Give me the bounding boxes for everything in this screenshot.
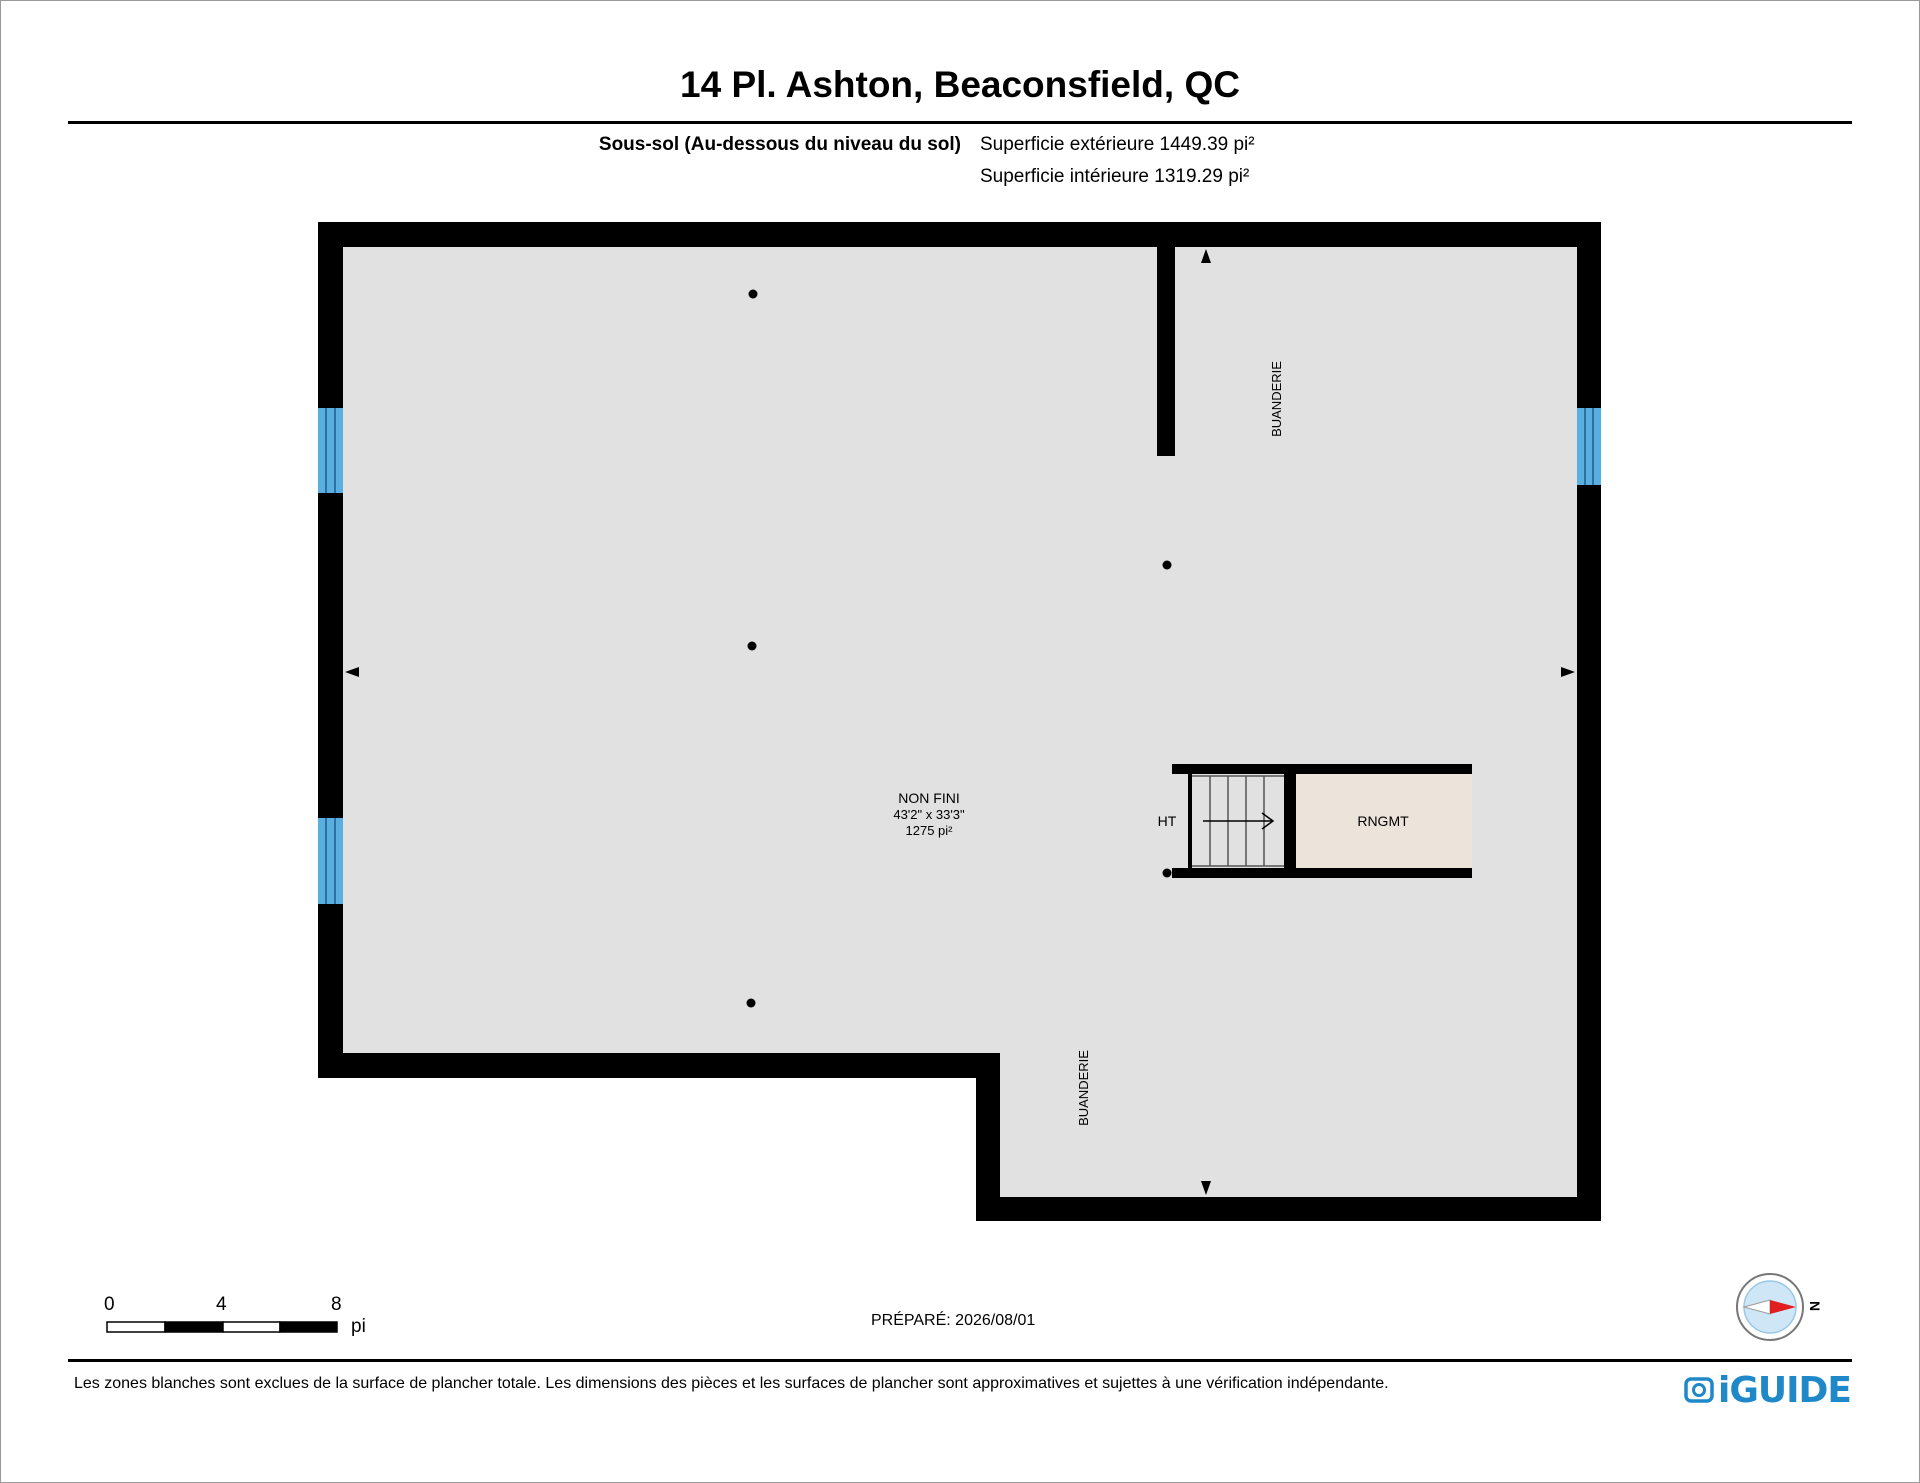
window-left-upper: [318, 408, 343, 493]
scale-bar-graphic: [106, 1321, 338, 1333]
scale-unit-label: pi: [351, 1316, 366, 1337]
column-dot: [747, 641, 757, 651]
dimension-arrow-right: [1561, 667, 1575, 677]
column-dot: [748, 289, 758, 299]
disclaimer-text: Les zones blanches sont exclues de la su…: [74, 1375, 1389, 1392]
interior-area-label: Superficie intérieure 1319.29 pi²: [980, 166, 1250, 187]
floor-name-label: Sous-sol (Au-dessous du niveau du sol): [598, 134, 961, 155]
window-right: [1577, 408, 1601, 485]
room-name-label: NON FINI: [898, 790, 959, 806]
laundry-label-lower: BUANDERIE: [1076, 1050, 1091, 1126]
exterior-area-label: Superficie extérieure 1449.39 pi²: [980, 134, 1255, 155]
iguide-logo-text: iGUIDE: [1718, 1369, 1852, 1411]
wall-top: [318, 222, 1601, 247]
stair-left-wall: [1188, 774, 1192, 868]
header-divider: [68, 121, 1852, 124]
room-dimensions-label: 43'2" x 33'3": [893, 807, 965, 822]
stair-direction-arrow: [1203, 812, 1275, 830]
iguide-camera-icon: [1684, 1377, 1714, 1403]
dimension-arrow-left: [345, 667, 359, 677]
room-area-label: 1275 pi²: [906, 823, 954, 838]
wall-bottom-right: [976, 1197, 1601, 1221]
scale-tick-8: 8: [331, 1294, 342, 1315]
dimension-arrow-bottom: [1201, 1181, 1211, 1195]
window-left-lower: [318, 818, 343, 904]
interior-partition-wall: [1157, 247, 1175, 456]
stair-wall-bottom: [1172, 868, 1472, 878]
storage-label: RNGMT: [1357, 813, 1409, 829]
dimension-arrow-top: [1201, 249, 1211, 263]
wall-right: [1577, 222, 1601, 1221]
storage-room-fill: [1294, 773, 1472, 870]
wall-left: [318, 222, 343, 1078]
iguide-logo: iGUIDE: [1684, 1369, 1852, 1411]
property-address-title: 14 Pl. Ashton, Beaconsfield, QC: [680, 64, 1240, 105]
wall-step: [976, 1053, 1000, 1219]
scale-tick-0: 0: [104, 1294, 115, 1315]
column-dot: [1162, 868, 1172, 878]
wall-bottom-left: [318, 1053, 1000, 1078]
laundry-label-upper: BUANDERIE: [1269, 361, 1284, 437]
scale-tick-4: 4: [216, 1294, 227, 1315]
stair-wall-top: [1172, 764, 1472, 774]
stair-label: HT: [1158, 813, 1177, 829]
stair-storage-divider: [1284, 764, 1296, 878]
north-compass-icon: [1736, 1273, 1804, 1341]
column-dot: [746, 998, 756, 1008]
column-dot: [1162, 560, 1172, 570]
footer-divider: [68, 1359, 1852, 1362]
floor-area: [343, 247, 1577, 1197]
prepared-date-label: PRÉPARÉ: 2026/08/01: [871, 1312, 1036, 1329]
compass-north-letter: N: [1807, 1300, 1824, 1312]
stair-treads: [1192, 775, 1284, 867]
